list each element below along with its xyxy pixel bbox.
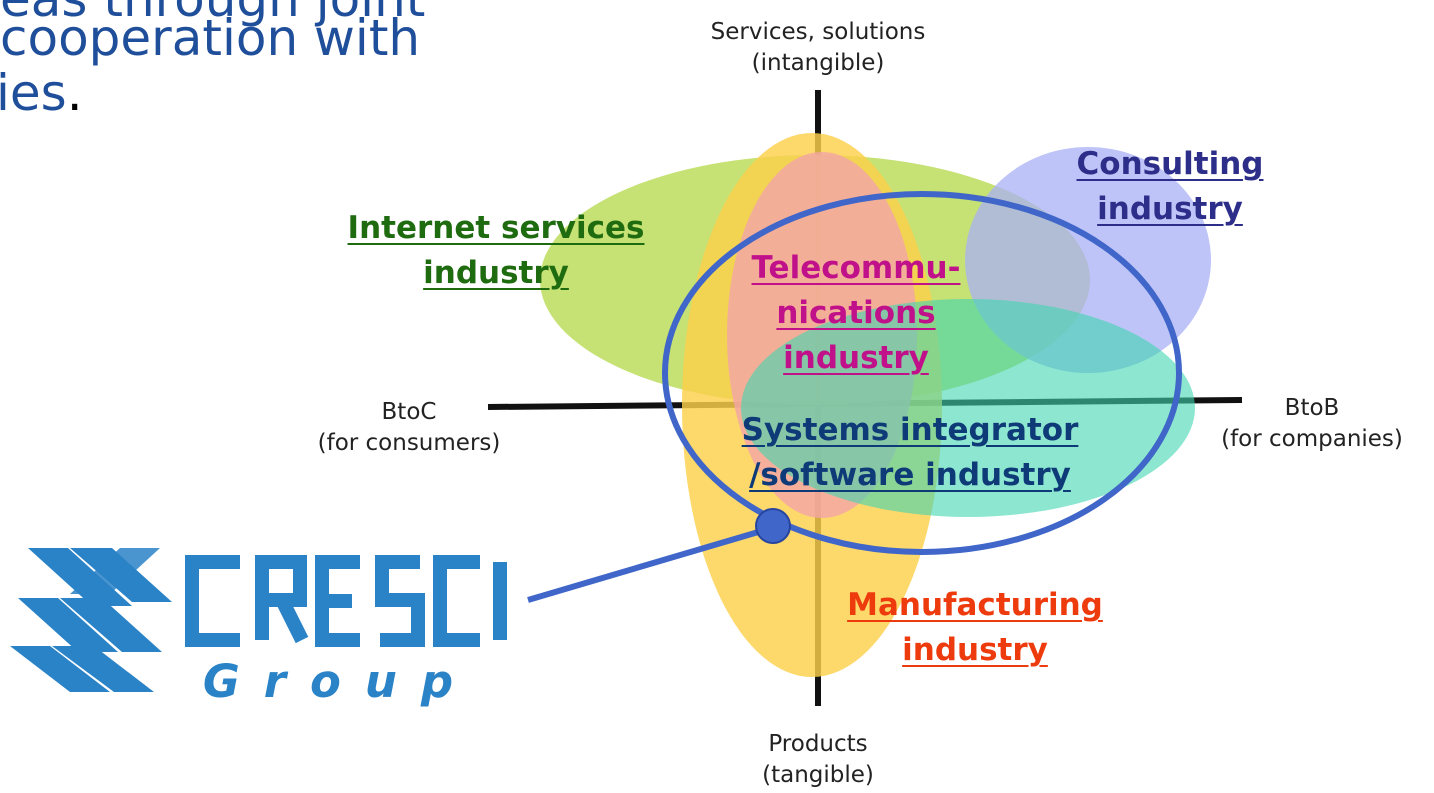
headline-line-2: cooperation with [0, 9, 421, 67]
axis-label-right-line2: (for companies) [1221, 426, 1403, 452]
headline-line-3-text: ies [0, 64, 67, 122]
telecom-line3: industry [783, 340, 929, 376]
internet-services-line2: industry [423, 255, 569, 291]
axis-label-right: BtoB (for companies) [1192, 393, 1432, 455]
systems-integrator-industry-link[interactable]: Systems integrator /software industry [700, 408, 1120, 498]
systems-line1: Systems integrator [741, 412, 1079, 448]
axis-label-left: BtoC (for consumers) [286, 397, 532, 459]
cresco-logo-subtitle: Group [202, 655, 478, 708]
axis-label-bottom: Products (tangible) [718, 729, 918, 791]
telecom-line1: Telecommu- [751, 250, 961, 286]
headline-line-3: ies. [0, 64, 83, 122]
headline-period: . [66, 64, 83, 122]
axis-label-top-line2: (intangible) [751, 50, 885, 76]
consulting-industry-link[interactable]: Consulting industry [1050, 142, 1290, 232]
headline-line-1: eas through joint [0, 0, 425, 28]
internet-services-line1: Internet services [347, 210, 645, 246]
telecom-line2: nications [776, 295, 936, 331]
cresco-wordmark [185, 555, 507, 647]
cresco-connector-line [527, 525, 773, 603]
axis-label-bottom-line1: Products [768, 731, 868, 757]
consulting-line1: Consulting [1076, 146, 1264, 182]
axis-label-right-line1: BtoB [1284, 395, 1340, 421]
manufacturing-line1: Manufacturing [847, 587, 1103, 623]
manufacturing-line2: industry [902, 632, 1048, 668]
cresco-coverage-ring [662, 191, 1182, 555]
consulting-line2: industry [1097, 191, 1243, 227]
telecommunications-industry-link[interactable]: Telecommu- nications industry [706, 246, 1006, 381]
axis-label-bottom-line2: (tangible) [762, 762, 874, 788]
cresco-logo-mark [10, 548, 172, 692]
manufacturing-industry-link[interactable]: Manufacturing industry [820, 583, 1130, 673]
systems-integrator-region [741, 299, 1195, 517]
cresco-anchor-dot [755, 508, 791, 544]
axis-label-left-line2: (for consumers) [317, 430, 501, 456]
axis-label-left-line1: BtoC [381, 399, 437, 425]
axis-label-top: Services, solutions (intangible) [658, 17, 978, 79]
internet-services-industry-link[interactable]: Internet services industry [318, 206, 674, 296]
systems-line2: /software industry [749, 457, 1071, 493]
axis-label-top-line1: Services, solutions [710, 19, 926, 45]
